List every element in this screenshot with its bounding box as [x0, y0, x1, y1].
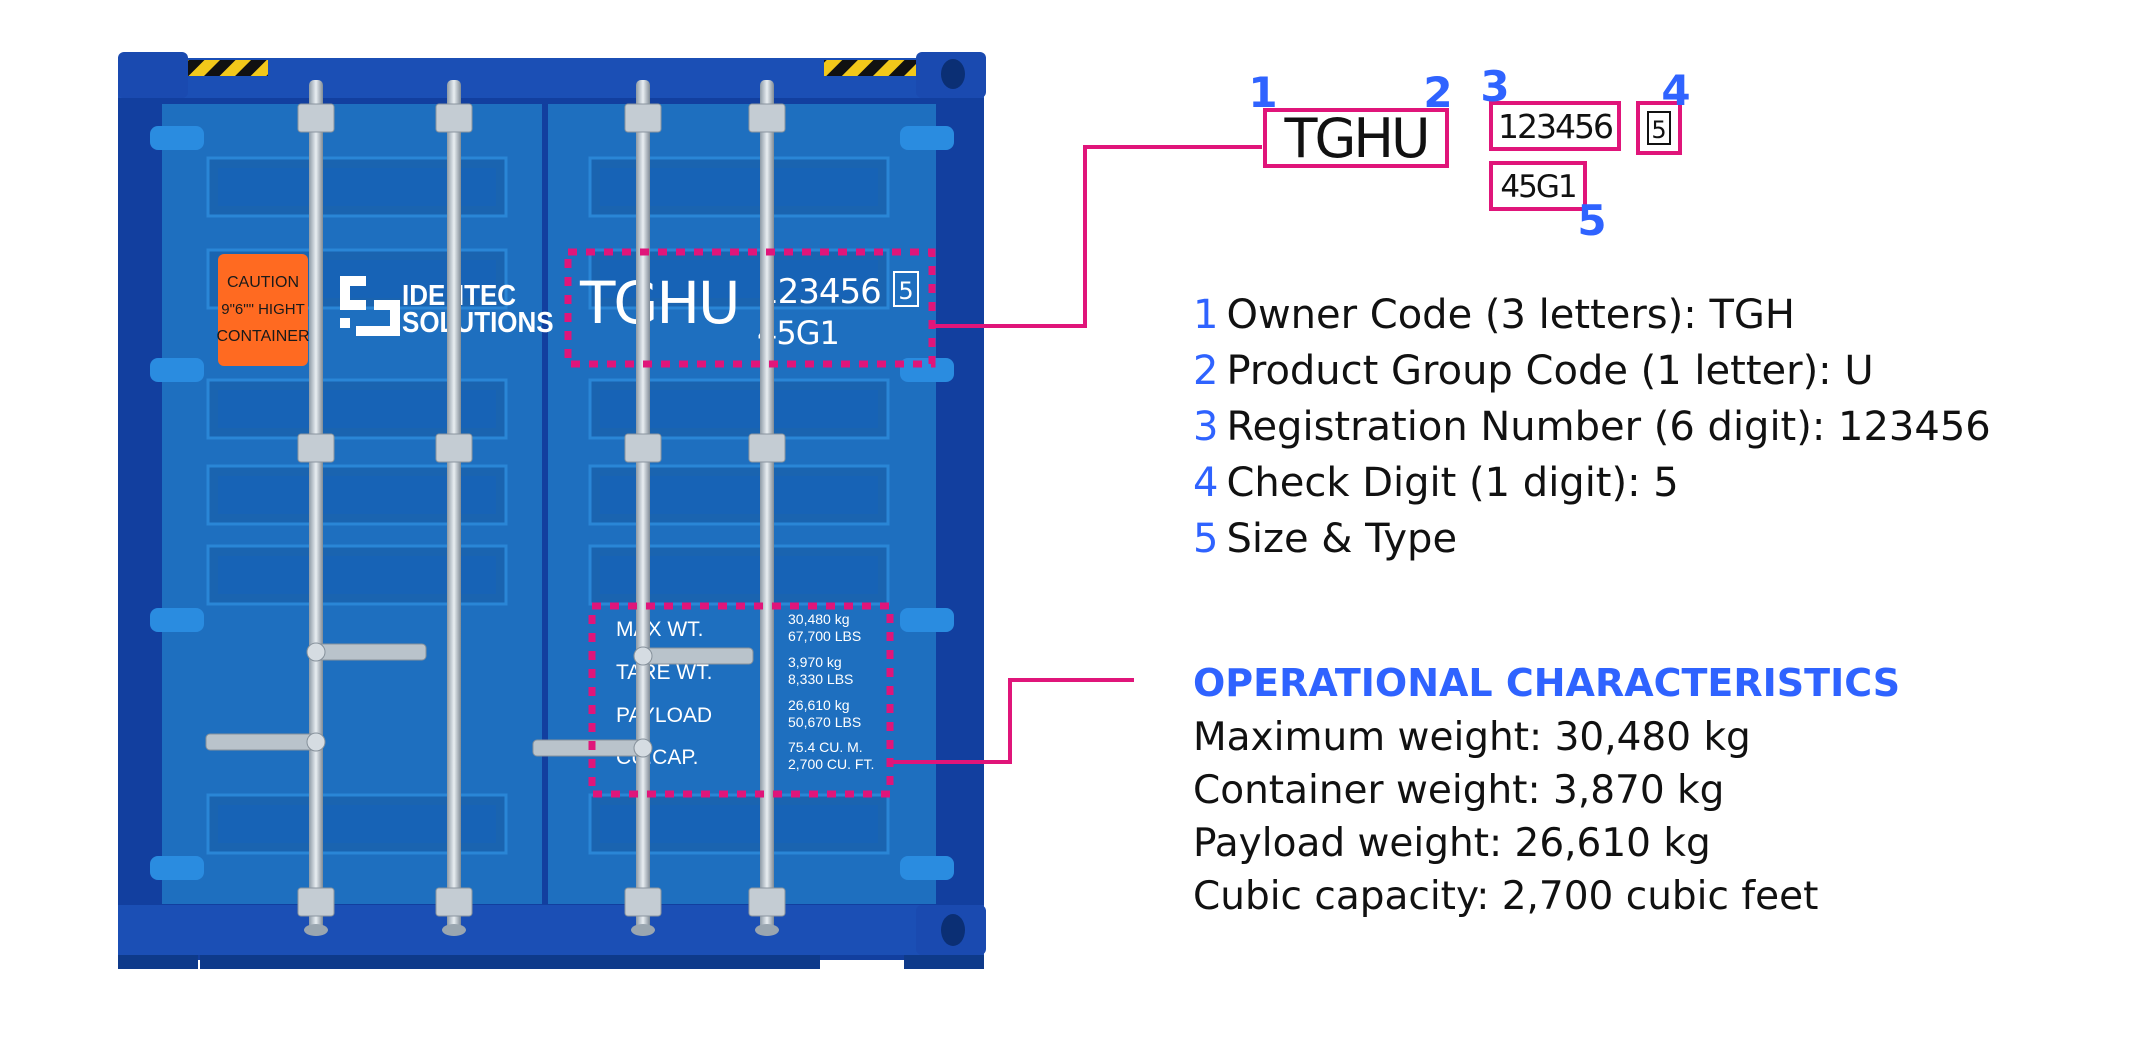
callout-check-digit: 5 — [1651, 116, 1666, 144]
handle-pivot — [306, 642, 326, 662]
spec-label: MAX WT. — [616, 618, 704, 641]
spec-value: 3,970 kg — [788, 654, 842, 670]
brand-logo-icon — [340, 276, 400, 336]
door-serial-number: 123456 — [757, 272, 881, 312]
handle-pivot — [306, 732, 326, 752]
operational-characteristics: OPERATIONAL CHARACTERISTICS Maximum weig… — [1193, 655, 1900, 923]
door-owner-code: TGHU — [579, 269, 738, 337]
spec-value: 75.4 CU. M. — [788, 739, 863, 755]
brand-name-line: SOLUTIONS — [402, 306, 554, 339]
rod-bracket — [297, 887, 335, 917]
callout-marker: 4 — [1661, 66, 1690, 115]
spec-value: 30,480 kg — [788, 611, 850, 627]
door-hinges — [150, 126, 954, 880]
legend-number: 4 — [1193, 460, 1219, 506]
rod-bracket — [297, 433, 335, 463]
rod-cam — [755, 924, 779, 936]
spec-value: 50,670 LBS — [788, 714, 861, 730]
spec-value: 26,610 kg — [788, 697, 850, 713]
callout-marker: 5 — [1577, 196, 1606, 245]
spec-label: PAYLOAD — [616, 704, 712, 727]
callout-serial-number: 123456 — [1498, 107, 1612, 146]
rod-cam — [631, 924, 655, 936]
locking-rod — [309, 80, 323, 932]
locking-rod — [447, 80, 461, 932]
door-handle — [315, 643, 427, 661]
hinge — [900, 608, 954, 632]
rod-bracket — [624, 887, 662, 917]
spec-connector-line — [890, 678, 1134, 764]
callout-marker: 1 — [1248, 68, 1277, 117]
operational-title: OPERATIONAL CHARACTERISTICS — [1193, 661, 1901, 705]
door-handle — [205, 733, 317, 751]
caution-line: CAUTION — [227, 274, 299, 291]
locking-rods — [205, 80, 786, 936]
hinge — [150, 608, 204, 632]
callout-size-type: 45G1 — [1500, 169, 1575, 205]
corner-casting — [118, 52, 188, 98]
caution-line: CONTAINER — [216, 328, 309, 345]
handle-pivot — [633, 646, 653, 666]
id-highlight-box — [564, 248, 936, 368]
door-check-digit: 5 — [898, 277, 913, 305]
door-handle — [642, 647, 754, 665]
spec-value: 2,700 CU. FT. — [788, 756, 874, 772]
legend-number: 3 — [1193, 404, 1219, 450]
operational-line: Cubic capacity: 2,700 cubic feet — [1193, 874, 1819, 919]
operational-line: Payload weight: 26,610 kg — [1193, 821, 1711, 866]
legend-text: Size & Type — [1226, 516, 1458, 562]
rod-bracket — [748, 103, 786, 133]
legend-text: Registration Number (6 digit): 123456 — [1226, 404, 1991, 450]
callout-marker: 2 — [1423, 68, 1452, 117]
id-connector-line — [932, 145, 1262, 328]
locking-rod — [636, 80, 650, 932]
legend-text: Check Digit (1 digit): 5 — [1226, 460, 1679, 506]
hinge — [150, 126, 204, 150]
rod-bracket — [435, 433, 473, 463]
handle-pivot — [633, 738, 653, 758]
caution-line: 9"6"" HIGHT — [221, 301, 305, 318]
legend-number: 5 — [1193, 516, 1219, 562]
rod-bracket — [748, 433, 786, 463]
hazard-stripe-right — [824, 60, 916, 76]
rod-bracket — [748, 887, 786, 917]
operational-line: Maximum weight: 30,480 kg — [1193, 715, 1751, 760]
locking-rod — [760, 80, 774, 932]
hinge — [900, 126, 954, 150]
caution-label: CAUTION 9"6"" HIGHT CONTAINER — [216, 254, 310, 366]
spec-value: 8,330 LBS — [788, 671, 853, 687]
rod-bracket — [624, 433, 662, 463]
hinge — [900, 856, 954, 880]
spec-value: 67,700 LBS — [788, 628, 861, 644]
operational-line: Container weight: 3,870 kg — [1193, 768, 1725, 813]
spec-highlight-box — [588, 602, 894, 798]
callout-owner-code: TGHU — [1284, 107, 1428, 170]
rod-bracket — [435, 887, 473, 917]
legend-number: 1 — [1193, 292, 1219, 338]
rod-cam — [304, 924, 328, 936]
code-callout: TGHU 123456 5 45G1 1 2 3 4 5 — [1248, 62, 1690, 245]
legend-text: Product Group Code (1 letter): U — [1226, 348, 1874, 394]
door-handle — [532, 739, 644, 757]
rod-bracket — [624, 103, 662, 133]
hinge — [900, 358, 954, 382]
legend-number: 2 — [1193, 348, 1219, 394]
rod-bracket — [435, 103, 473, 133]
legend-text: Owner Code (3 letters): TGH — [1226, 292, 1795, 338]
rod-cam — [442, 924, 466, 936]
rod-bracket — [297, 103, 335, 133]
hinge — [150, 358, 204, 382]
hazard-stripe-left — [176, 60, 268, 76]
hinge — [150, 856, 204, 880]
callout-marker: 3 — [1480, 62, 1509, 111]
